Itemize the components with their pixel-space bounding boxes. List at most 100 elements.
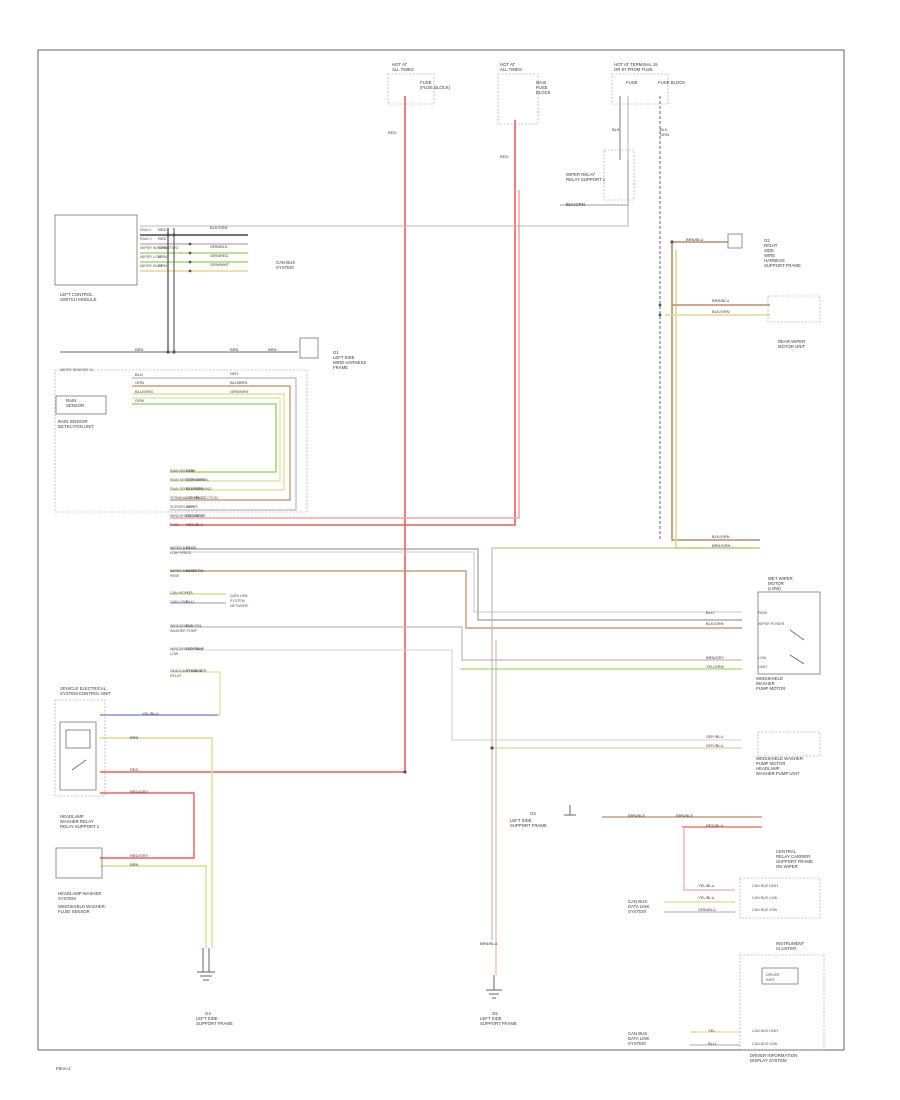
component-label: RAIN <box>66 398 76 403</box>
pin-label: WIPER INTERMITTENT <box>140 246 180 250</box>
pin-label: TERMINAL 30 PROTECTION <box>170 496 218 500</box>
component-label: FUSE BLOCK <box>658 80 685 85</box>
wire-label: BRN <box>130 862 139 867</box>
component-label: WASHER <box>756 681 775 686</box>
component-label: WINDSHIELD <box>756 676 783 681</box>
wire-label: GRN <box>158 245 167 250</box>
wire-red-main <box>100 96 406 773</box>
component-label: G3 <box>530 811 536 816</box>
component-label: G5 <box>492 1011 498 1016</box>
central-relay-carrier <box>739 877 821 919</box>
pin-label: WIPER MOTOR <box>170 569 196 573</box>
wire-label: GRN/WHT <box>230 389 250 394</box>
wire-pink-maxi <box>170 190 520 519</box>
component-label: FRAME <box>333 365 348 370</box>
component-label: HEADLAMP <box>756 766 780 771</box>
pin-label: WIPER MOTOR <box>170 546 196 550</box>
vehicle-control-unit <box>54 699 106 797</box>
wire-label: GRN <box>135 398 144 403</box>
wire-label: GRY <box>186 504 195 509</box>
component-label: CLUSTER <box>776 946 796 951</box>
component-label: SYSTEM <box>276 265 294 270</box>
component-label: FLUID SENSOR <box>58 909 90 914</box>
component-label: ALL TIMES <box>392 67 414 72</box>
wiper-motor-unit <box>757 591 821 675</box>
pin-label: RAIN 2 <box>140 237 152 241</box>
wire-label: BLK/GRN <box>712 534 730 539</box>
component-label: PUMP MOTOR <box>756 761 785 766</box>
component-label: FUSE <box>626 80 638 85</box>
pin-label: CAN LOW <box>170 600 187 604</box>
wire-label: YEL <box>186 590 194 595</box>
pin-label: WINDSHIELD WIPER <box>170 514 206 518</box>
g2-connector <box>727 233 743 249</box>
component-label: WASHER PUMP UNIT <box>756 771 800 776</box>
wire-label: BLK/GRN <box>186 568 204 573</box>
pin-label: LOW SPEED <box>170 551 192 555</box>
component-label: F8AA-1 <box>56 1066 71 1071</box>
wire-wm-park <box>170 570 742 629</box>
component-label: HOT AT <box>392 62 407 67</box>
washer-pump-motor <box>757 731 821 757</box>
wire-label: BRN/GRY <box>706 655 724 660</box>
washer-fluid-sensor <box>55 847 103 879</box>
pin-label: PARK <box>758 611 768 615</box>
wire-label: BLU <box>706 610 714 615</box>
wire-label: RED <box>388 130 397 135</box>
rain-sensor-unit <box>54 369 308 513</box>
component-label: CAN BUS <box>276 260 295 265</box>
component-label: MOTOR UNIT <box>778 344 806 349</box>
component-label: LEFT CONTROL <box>60 292 93 297</box>
ground-g4 <box>197 948 215 981</box>
wire-label: YEL <box>708 1028 716 1033</box>
wire-label: GRN/RED <box>210 253 229 258</box>
wire-label: GRY/BLU <box>706 734 724 739</box>
wire-label: GRY <box>230 371 239 376</box>
wire-label: BLU/BRN <box>230 380 247 385</box>
wire-label: GRN/WHT <box>210 262 230 267</box>
rain-sensor-box <box>55 395 107 415</box>
wire-label: GRN/WHT <box>186 477 206 482</box>
wire-label: BRN <box>268 347 277 352</box>
wire-label: BLU <box>186 599 194 604</box>
connector-dots <box>166 233 674 774</box>
wire-label: RED/BLU <box>706 823 723 828</box>
wire-label: BLU <box>186 545 194 550</box>
pin-label: RAIN SENSOR SIGNAL <box>170 478 209 482</box>
pin-label: WIPER POWER <box>758 622 785 626</box>
pin-label: CAN HIGH <box>170 591 188 595</box>
pin-label: LOW <box>170 652 179 656</box>
wire-label: BRN <box>230 347 239 352</box>
wire-label: BRN <box>135 347 144 352</box>
rear-wiper-motor <box>767 295 821 323</box>
component-label: SUPPORT FRAME <box>764 263 801 268</box>
component-label: RIGHT <box>764 243 778 248</box>
wire-relay-csm <box>140 96 629 227</box>
component-label: SYSTEM <box>58 896 76 901</box>
wire-label: BLK/GRN <box>210 225 228 230</box>
relay-coil <box>65 729 91 771</box>
wire-wm-low-b <box>170 551 742 613</box>
wire-label: RED <box>130 767 139 772</box>
ground-g5 <box>486 975 502 999</box>
component-label: LEFT SIDE <box>196 1016 218 1021</box>
pin-label: SCREEN WIPER <box>170 505 198 509</box>
wire-label: GRN <box>158 254 167 259</box>
wire-crc-3 <box>683 827 735 891</box>
wire-label: GRY/BLU <box>706 743 724 748</box>
pin-label: CAN BUS HIGH <box>752 1029 778 1033</box>
pin-label: HIGH <box>758 665 767 669</box>
wire-label: GRY/BLU <box>186 495 204 500</box>
wire-label: BRN/BLU <box>480 941 497 946</box>
component-label: VEHICLE ELECTRICAL <box>60 686 107 691</box>
component-label: HARNESS <box>764 258 785 263</box>
wire-label: YEL/BLU <box>698 895 715 900</box>
fuse-box-3 <box>611 73 669 105</box>
component-label: DATA LINK <box>628 904 649 909</box>
pin-label: WIPER LOW <box>140 255 162 259</box>
wire-label: RED/GRY <box>130 789 148 794</box>
g1-connector <box>299 337 319 359</box>
pin-label: WIPER SENSOR 14 <box>60 368 93 372</box>
